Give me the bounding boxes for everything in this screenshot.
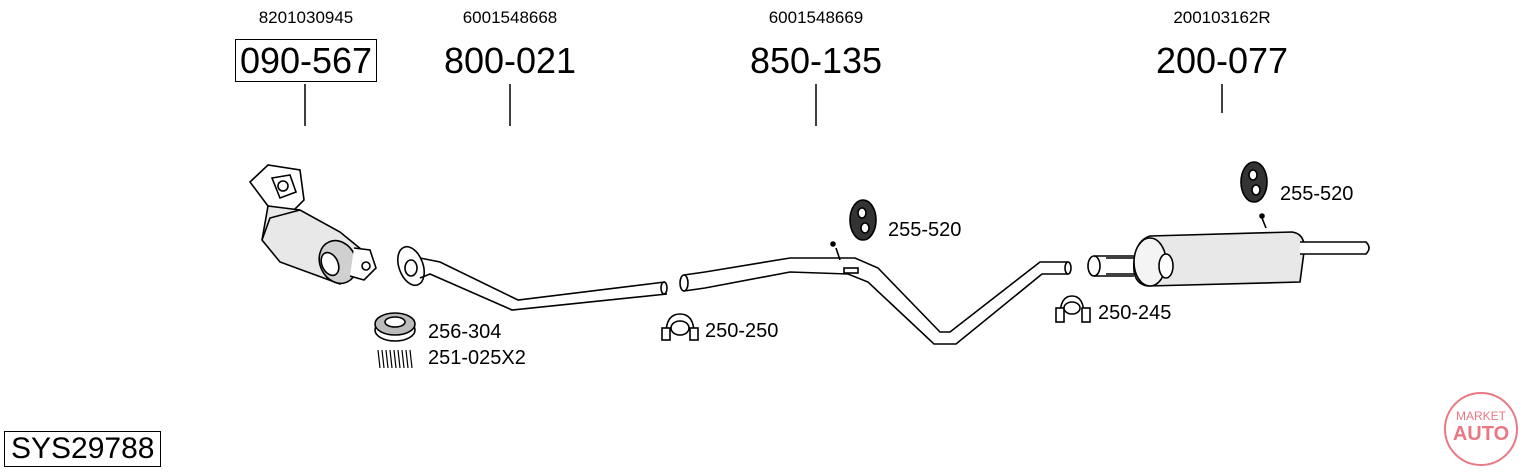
- part-code-rear-silencer[interactable]: 200-077: [1155, 40, 1289, 81]
- part-code-front-pipe[interactable]: 800-021: [443, 40, 577, 81]
- clamp-2-drawing: [1055, 295, 1091, 323]
- clamp-1-code[interactable]: 250-250: [705, 320, 779, 342]
- oem-number-middle-pipe: 6001548669: [768, 8, 864, 27]
- middle-pipe-drawing: [679, 241, 1072, 345]
- part-code-catalyst[interactable]: 090-567: [196, 39, 416, 82]
- rear-silencer-drawing: [1087, 213, 1370, 287]
- spring-code[interactable]: 251-025X2: [428, 347, 526, 369]
- gasket-code[interactable]: 256-304: [428, 321, 502, 343]
- hanger-1-code[interactable]: 255-520: [888, 219, 962, 241]
- clamp-2-code[interactable]: 250-245: [1098, 302, 1172, 324]
- oem-number-rear-silencer: 200103162R: [1173, 8, 1271, 27]
- rubber-hanger-1-drawing: [849, 199, 877, 241]
- oem-number-catalyst: 8201030945: [258, 8, 354, 27]
- part-code-middle-pipe[interactable]: 850-135: [749, 40, 883, 81]
- spring-drawing: [377, 349, 413, 369]
- clamp-1-drawing: [661, 313, 699, 341]
- catalytic-converter-drawing: [248, 164, 377, 285]
- front-pipe-drawing: [397, 245, 668, 311]
- svg-text:AUTO: AUTO: [1453, 423, 1509, 445]
- part-code-catalyst-label: 090-567: [234, 39, 378, 82]
- hanger-2-code[interactable]: 255-520: [1280, 183, 1354, 205]
- system-code-box: SYS29788: [4, 431, 162, 467]
- svg-text:MARKET: MARKET: [1456, 409, 1507, 423]
- rubber-hanger-2-drawing: [1240, 161, 1268, 203]
- market-auto-logo: MARKET AUTO: [1444, 392, 1518, 466]
- gasket-drawing: [374, 312, 416, 342]
- oem-number-front-pipe: 6001548668: [462, 8, 558, 27]
